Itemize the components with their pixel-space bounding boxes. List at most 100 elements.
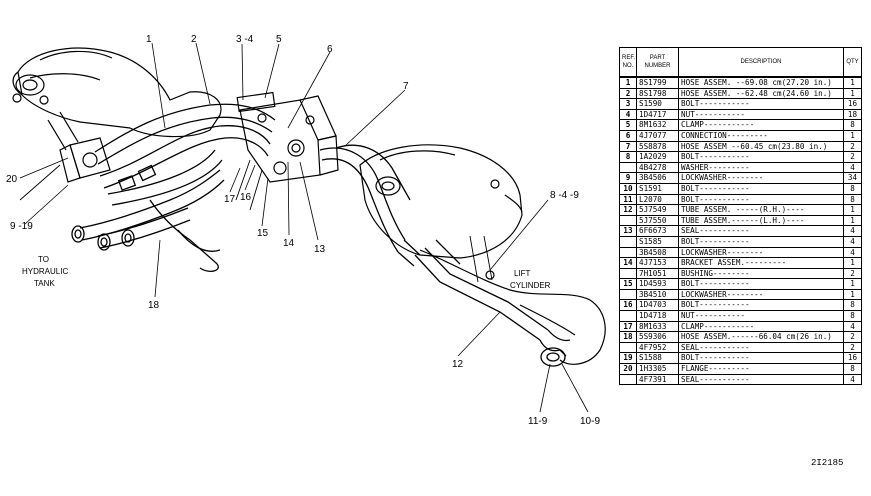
cell-ref: 13 <box>619 225 637 237</box>
cell-qty: 1 <box>843 214 862 227</box>
cell-ref: 17 <box>619 320 637 333</box>
cell-part-number: 1D4717 <box>636 108 679 121</box>
cell-part-number: 4F7391 <box>636 373 679 386</box>
cell-description: CLAMP----------- <box>678 119 844 131</box>
cell-description: LOCKWASHER-------- <box>678 288 844 301</box>
tank-hoses <box>71 169 225 272</box>
cell-part-number: 6F6673 <box>636 225 679 237</box>
callout-15: 15 <box>257 228 269 239</box>
header-part-number: PART NUMBER <box>636 47 679 78</box>
callout-10-9: 10-9 <box>580 416 600 427</box>
cell-description: NUT----------- <box>678 310 844 322</box>
cell-qty: 1 <box>843 257 862 269</box>
cell-qty: 2 <box>843 267 862 280</box>
tank-note-line2: HYDRAULIC <box>22 267 68 276</box>
callout-17: 17 <box>224 194 236 205</box>
callout-9-19: 9 -19 <box>10 221 33 232</box>
cell-qty: 2 <box>843 151 862 163</box>
cell-description: HOSE ASSEM --60.45 cm(23.80 in.) <box>678 140 844 153</box>
callout-14: 14 <box>283 238 295 249</box>
cell-description: CONNECTION--------- <box>678 129 844 142</box>
cell-description: TUBE ASSEM.------(L.H.)---- <box>678 214 844 227</box>
cell-qty: 16 <box>843 98 862 110</box>
hose-bundle <box>94 103 276 206</box>
cell-part-number: 5J7549 <box>636 204 679 216</box>
cell-part-number: 7H1051 <box>636 267 679 280</box>
header-qty: QTY <box>843 47 862 78</box>
cell-ref: 8 <box>619 151 637 163</box>
cell-ref <box>619 341 637 354</box>
callout-12: 12 <box>452 359 464 370</box>
cell-qty: 16 <box>843 352 862 365</box>
cell-qty: 2 <box>843 140 862 153</box>
cell-ref <box>619 214 637 227</box>
cell-part-number: 1D4703 <box>636 299 679 312</box>
cell-description: BUSHING-------- <box>678 267 844 280</box>
cell-part-number: 4J7077 <box>636 129 679 142</box>
cell-description: BOLT----------- <box>678 151 844 163</box>
cell-part-number: 8S1798 <box>636 87 679 100</box>
cell-ref: 6 <box>619 129 637 142</box>
cell-description: LOCKWASHER-------- <box>678 172 844 184</box>
cell-qty: 8 <box>843 299 862 312</box>
cell-ref: 12 <box>619 204 637 216</box>
header-description: DESCRIPTION <box>678 47 844 78</box>
cell-part-number: 1D4593 <box>636 278 679 290</box>
cell-qty: 4 <box>843 161 862 174</box>
cell-description: HOSE ASSEM. --69.08 cm(27.20 in.) <box>678 76 844 89</box>
cell-part-number: 1A2029 <box>636 151 679 163</box>
cell-ref <box>619 161 637 174</box>
cell-part-number: 8M1632 <box>636 119 679 131</box>
cell-description: BOLT----------- <box>678 235 844 248</box>
cell-qty: 1 <box>843 87 862 100</box>
cell-part-number: L2070 <box>636 193 679 206</box>
cell-ref <box>619 288 637 301</box>
lift-hoses <box>319 144 421 267</box>
parts-table-header: REF. NO. PART NUMBER DESCRIPTION QTY <box>619 47 862 78</box>
cell-ref: 3 <box>619 98 637 110</box>
cell-part-number: 4J7153 <box>636 257 679 269</box>
hydraulic-assembly-drawing: 1 2 3 -4 5 6 7 20 9 -19 17 16 15 14 13 8… <box>6 34 606 427</box>
cell-part-number: 3B4506 <box>636 172 679 184</box>
callout-8-4-9: 8 -4 -9 <box>550 190 579 201</box>
cell-description: WASHER--------- <box>678 161 844 174</box>
cell-part-number: 1D4718 <box>636 310 679 322</box>
cell-part-number: S1590 <box>636 98 679 110</box>
cell-part-number: 5S9306 <box>636 331 679 343</box>
cell-ref: 19 <box>619 352 637 365</box>
callout-20: 20 <box>6 174 18 185</box>
cell-part-number: 4B4278 <box>636 161 679 174</box>
cell-part-number: 5J7550 <box>636 214 679 227</box>
left-cylinder-body <box>12 47 222 138</box>
cell-ref: 11 <box>619 193 637 206</box>
leader-lines <box>19 42 589 413</box>
cell-ref <box>619 373 637 386</box>
cell-part-number: 3B4510 <box>636 288 679 301</box>
cell-qty: 1 <box>843 204 862 216</box>
cell-qty: 4 <box>843 373 862 386</box>
cell-part-number: S1591 <box>636 182 679 195</box>
image-id: 2I2185 <box>811 458 844 468</box>
cell-description: TUBE ASSEM. -----(R.H.)---- <box>678 204 844 216</box>
cell-qty: 1 <box>843 288 862 301</box>
callout-6: 6 <box>327 44 333 55</box>
cell-description: NUT----------- <box>678 108 844 121</box>
right-cylinder-body <box>359 144 523 259</box>
cell-ref: 10 <box>619 182 637 195</box>
table-row: 7H1051 BUSHING--------2 <box>619 267 862 280</box>
callout-7: 7 <box>403 81 409 92</box>
cell-ref <box>619 246 637 259</box>
callout-3-4: 3 -4 <box>236 34 254 45</box>
